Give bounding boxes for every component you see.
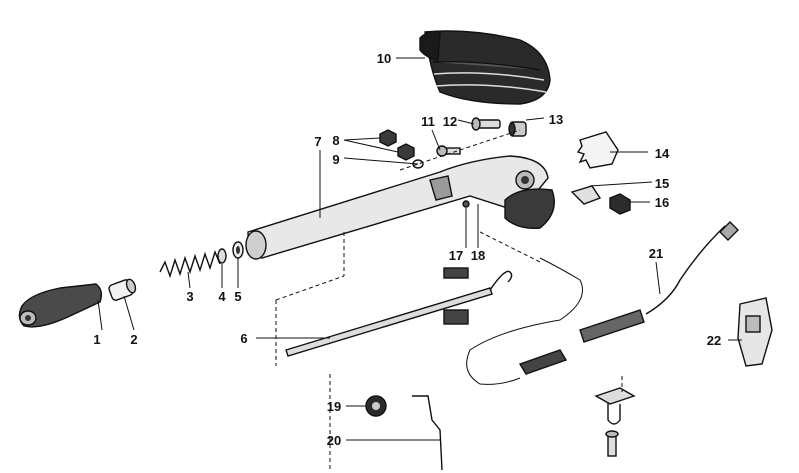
part-12-pin	[471, 117, 501, 131]
label-13: 13	[549, 112, 563, 127]
label-10: 10	[377, 51, 391, 66]
part-20-rod	[412, 395, 443, 471]
label-2: 2	[130, 332, 137, 347]
label-8: 8	[332, 133, 339, 148]
label-17: 17	[449, 248, 463, 263]
part-6-rod	[285, 270, 513, 357]
part-17-18-detail	[462, 200, 470, 208]
label-4: 4	[218, 289, 226, 304]
part-4-washer	[217, 248, 227, 264]
part-21-cable	[466, 221, 739, 385]
pads	[443, 267, 469, 325]
label-20: 20	[327, 433, 341, 448]
label-15: 15	[655, 176, 669, 191]
label-12: 12	[443, 114, 457, 129]
part-10-boot	[419, 30, 551, 105]
leader-lines	[97, 57, 742, 470]
label-22: 22	[707, 333, 721, 348]
part-1-grip	[18, 283, 103, 328]
part-14-pawl	[576, 131, 619, 169]
label-3: 3	[186, 289, 193, 304]
part-2-sleeve	[108, 278, 137, 301]
part-7-lever	[245, 155, 555, 260]
part-15-clip	[570, 185, 602, 205]
label-6: 6	[240, 331, 247, 346]
callouts: 1 2 3 4 5 6 7 8 9 10 11 12 13 14 15 16 1…	[93, 51, 721, 448]
label-5: 5	[234, 289, 241, 304]
part-16-nut	[609, 193, 631, 215]
label-16: 16	[655, 195, 669, 210]
label-19: 19	[327, 399, 341, 414]
label-18: 18	[471, 248, 485, 263]
part-22-clip	[737, 297, 773, 367]
label-11: 11	[421, 114, 435, 129]
part-5-washer	[232, 241, 244, 259]
part-19-grommet	[365, 395, 387, 417]
label-7: 7	[314, 134, 321, 149]
part-3-spring	[159, 249, 221, 279]
label-1: 1	[93, 332, 100, 347]
part-13-bushing	[508, 121, 527, 137]
label-21: 21	[649, 246, 663, 261]
part-8-nuts	[379, 129, 415, 161]
label-9: 9	[332, 152, 339, 167]
bracket	[594, 387, 636, 457]
label-14: 14	[655, 146, 670, 161]
